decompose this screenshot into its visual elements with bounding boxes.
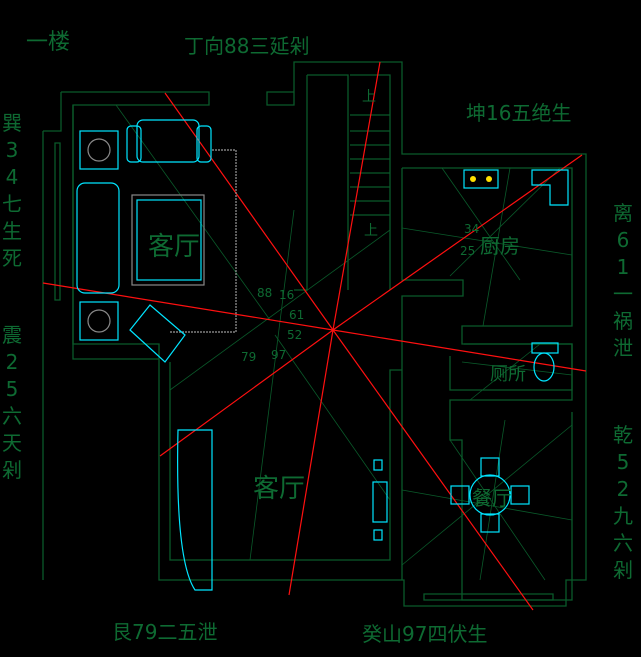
direction-bottom-right-label: 癸山97四伏生 xyxy=(362,622,488,646)
room-label-living-upper: 客厅 xyxy=(148,232,201,262)
direction-axes xyxy=(42,61,587,611)
room-label-bathroom: 厕所 xyxy=(490,364,526,385)
armchair xyxy=(129,304,186,363)
room-label-dining: 餐厅 xyxy=(472,486,512,510)
side-table-bottom xyxy=(79,301,119,341)
shoe-cabinet xyxy=(372,481,388,523)
sector-number: 61 xyxy=(289,308,305,322)
room-label-living-lower: 客厅 xyxy=(253,474,306,504)
walls xyxy=(42,61,587,607)
stair-up-label: 上 xyxy=(362,89,376,105)
direction-bottom-left-label: 艮79二五泄 xyxy=(112,620,218,644)
sector-number: 34 xyxy=(464,222,480,236)
direction-left-upper-label: 巽34七生死 xyxy=(2,111,22,270)
direction-left-lower-label: 震25六天剁 xyxy=(2,323,22,482)
direction-right-lower-label: 乾52九六剁 xyxy=(613,423,633,582)
sink xyxy=(531,169,569,206)
sector-number: 25 xyxy=(460,244,476,258)
sofa-left xyxy=(76,182,120,294)
coffee-table xyxy=(136,199,202,281)
rug xyxy=(170,149,237,333)
stair-up-label: 上 xyxy=(364,223,378,239)
tv-cabinet xyxy=(177,429,213,591)
stove xyxy=(463,169,499,189)
dining-table xyxy=(469,474,511,516)
sector-number: 16 xyxy=(279,288,295,302)
sector-number: 52 xyxy=(287,328,303,342)
sofa-top xyxy=(136,119,200,163)
sector-number: 79 xyxy=(241,350,257,364)
direction-top-right-label: 坤16五绝生 xyxy=(466,101,572,125)
furniture xyxy=(76,119,569,591)
room-label-kitchen: 厨房 xyxy=(480,234,520,258)
direction-top-label: 丁向88三延剁 xyxy=(184,34,310,58)
stove-burners xyxy=(470,176,492,182)
toilet-bowl xyxy=(533,352,555,382)
side-table-top xyxy=(79,130,119,170)
sector-number: 97 xyxy=(271,348,287,362)
direction-right-upper-label: 离61一祸泄 xyxy=(613,201,633,360)
sector-lines xyxy=(115,104,573,581)
floor-title: 一楼 xyxy=(26,30,71,55)
sector-number: 88 xyxy=(257,286,273,300)
